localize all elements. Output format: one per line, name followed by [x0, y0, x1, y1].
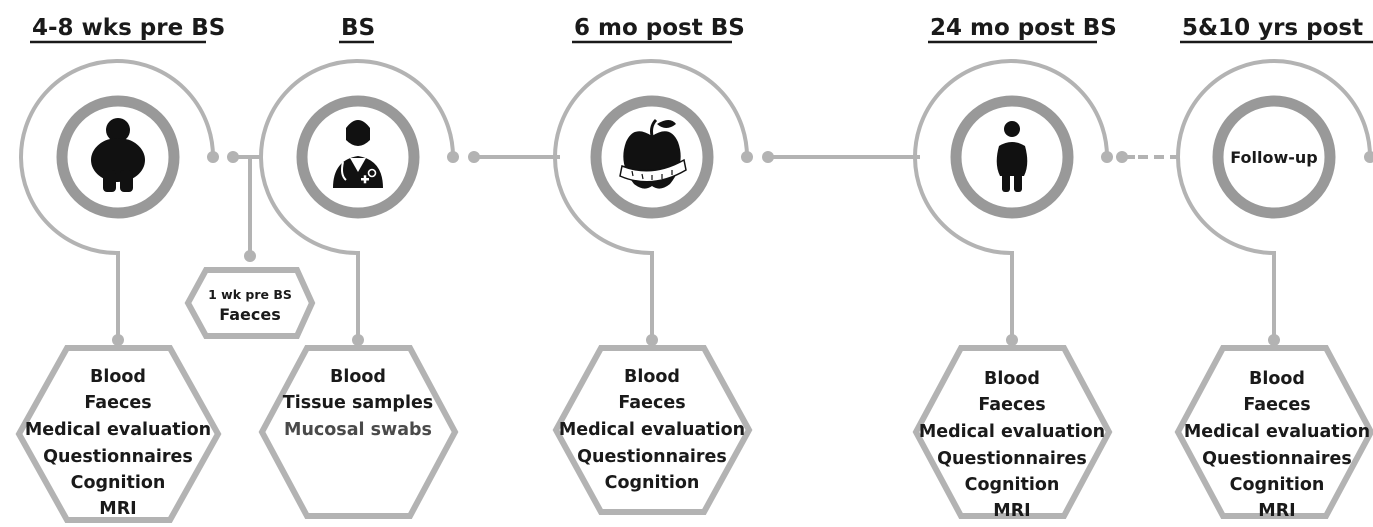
stage-24mo-post: 24 mo post BS Blood Faeces Medical evalu… — [912, 15, 1117, 521]
item-cognition: Cognition — [965, 475, 1060, 495]
data-hexagon — [552, 345, 753, 515]
item-questionnaires: Questionnaires — [43, 447, 193, 467]
item-questionnaires: Questionnaires — [577, 447, 727, 467]
item-mri: MRI — [99, 499, 136, 519]
item-blood: Blood — [330, 367, 386, 387]
item-cognition: Cognition — [605, 473, 700, 493]
item-medical-evaluation: Medical evaluation — [559, 420, 745, 440]
stage-bs: BS Blood Tissue samples Mucosal swabs — [258, 15, 459, 519]
item-medical-evaluation: Medical evaluation — [25, 420, 211, 440]
apple-measuring-tape-icon — [619, 118, 687, 189]
connector-dots — [227, 151, 1128, 262]
stage-follow-up: 5&10 yrs post BS Follow-up Blood Faeces … — [1174, 15, 1373, 521]
item-medical-evaluation: Medical evaluation — [919, 422, 1105, 442]
timeline-connectors — [233, 155, 1178, 258]
item-blood: Blood — [1249, 369, 1305, 389]
person-icon — [996, 121, 1028, 192]
pre-week-label: 1 wk pre BS — [208, 287, 292, 302]
item-mri: MRI — [1258, 501, 1295, 521]
follow-up-label: Follow-up — [1230, 148, 1318, 167]
stage-header: BS — [341, 15, 375, 41]
item-questionnaires: Questionnaires — [1202, 449, 1352, 469]
data-hexagon — [912, 345, 1113, 519]
stage-header: 6 mo post BS — [574, 15, 745, 41]
data-hexagon — [1174, 345, 1373, 519]
stage-header: 24 mo post BS — [930, 15, 1117, 41]
item-blood: Blood — [984, 369, 1040, 389]
item-cognition: Cognition — [71, 473, 166, 493]
doctor-icon — [333, 120, 383, 188]
data-hexagon — [15, 345, 222, 523]
item-faeces: Faeces — [84, 393, 151, 413]
item-faeces: Faeces — [1243, 395, 1310, 415]
item-medical-evaluation: Medical evaluation — [1184, 422, 1370, 442]
stage-header: 5&10 yrs post BS — [1182, 15, 1373, 41]
item-mucosal-swabs: Mucosal swabs — [284, 420, 432, 440]
pre-week-item: Faeces — [219, 305, 281, 324]
item-tissue-samples: Tissue samples — [283, 393, 433, 413]
obese-person-icon — [91, 118, 145, 192]
stage-pre-bs: 4-8 wks pre BS Blood Faeces Medical eval… — [15, 15, 225, 523]
data-hexagon — [258, 345, 459, 519]
item-faeces: Faeces — [618, 393, 685, 413]
item-questionnaires: Questionnaires — [937, 449, 1087, 469]
pre-week-sample: 1 wk pre BS Faeces — [184, 267, 316, 339]
stage-6mo-post: 6 mo post BS Blood Faeces Medical evalua… — [552, 15, 753, 515]
item-blood: Blood — [624, 367, 680, 387]
item-faeces: Faeces — [978, 395, 1045, 415]
item-mri: MRI — [993, 501, 1030, 521]
small-hexagon — [184, 267, 316, 339]
item-cognition: Cognition — [1230, 475, 1325, 495]
item-blood: Blood — [90, 367, 146, 387]
stage-header: 4-8 wks pre BS — [32, 15, 225, 41]
